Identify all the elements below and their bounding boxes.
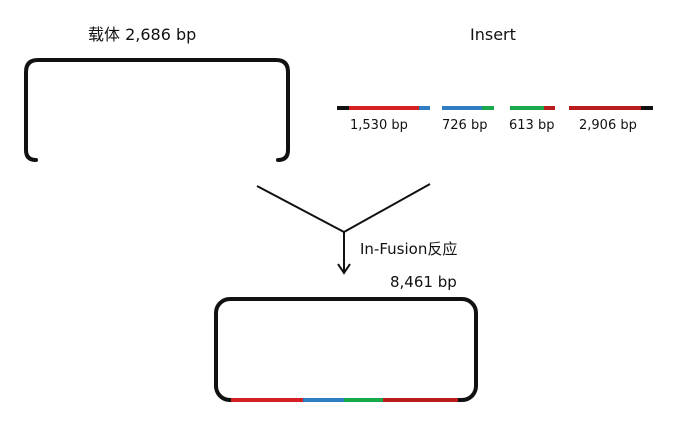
circular-product-shape [214,297,478,402]
merge-line-left [256,185,345,233]
product-size-label: 8,461 bp [390,273,457,291]
linear-vector-shape [24,58,290,162]
insert-label: Insert [470,25,516,44]
merge-line-right [343,183,431,233]
fragment-4-size-label: 2,906 bp [579,118,637,133]
vector-size-label: 载体 2,686 bp [88,25,197,44]
reaction-label: In-Fusion反应 [360,240,458,258]
fragment-2-size-label: 726 bp [442,118,488,133]
fragment-1-size-label: 1,530 bp [350,118,408,133]
fragment-3-size-label: 613 bp [509,118,555,133]
reaction-arrow-head [337,263,351,275]
